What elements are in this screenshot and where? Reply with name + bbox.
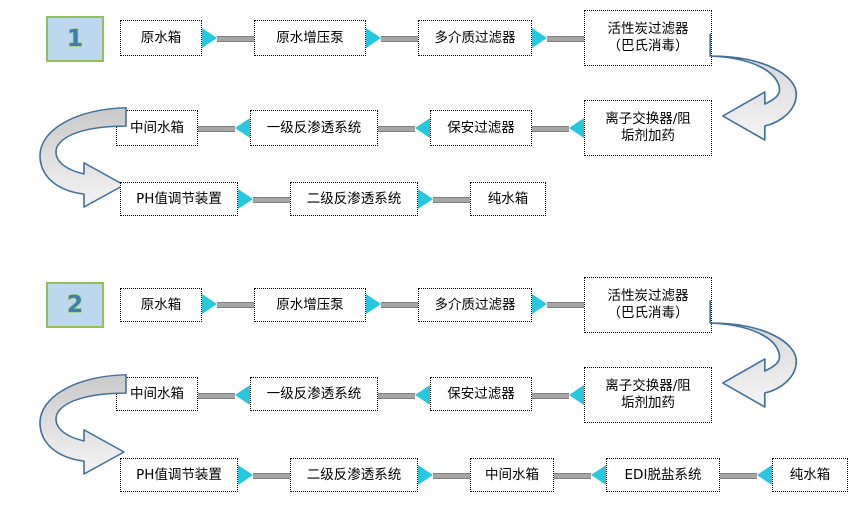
connector-d2-r2-3 (532, 385, 584, 405)
node-d2-r1-3[interactable]: 多介质过滤器 (418, 288, 532, 322)
connector-d2-r3-1 (238, 465, 290, 485)
node-d2-r2-3[interactable]: 保安过滤器 (430, 377, 532, 411)
connector-d1-r2-1 (198, 118, 250, 138)
connector-d2-r3-4 (720, 465, 772, 485)
connector-d2-r1-2 (366, 294, 418, 314)
curve-arrow-d2-right (706, 297, 856, 422)
node-d1-r1-1[interactable]: 原水箱 (120, 20, 202, 56)
node-d1-r2-1[interactable]: 中间水箱 (116, 110, 198, 146)
node-d2-r3-3[interactable]: 中间水箱 (470, 458, 554, 492)
connector-d1-r3-2 (418, 189, 470, 209)
connector-d2-r3-3 (554, 465, 606, 485)
connector-d1-r1-3 (532, 28, 584, 48)
connector-d2-r1-3 (532, 294, 584, 314)
connector-d2-r2-1 (198, 385, 250, 405)
connector-d2-r1-1 (202, 294, 254, 314)
node-d2-r2-1[interactable]: 中间水箱 (116, 377, 198, 411)
node-d1-r2-4[interactable]: 离子交换器/阻 垢剂加药 (584, 100, 712, 156)
connector-d1-r3-1 (238, 189, 290, 209)
badge-number-text: 2 (66, 291, 83, 318)
curve-arrow-d1-left (36, 106, 171, 218)
node-d1-r2-2[interactable]: 一级反渗透系统 (250, 110, 378, 146)
node-d2-r3-5[interactable]: 纯水箱 (772, 458, 848, 492)
diagram-number-badge-1: 1 (46, 16, 104, 62)
connector-d1-r2-2 (378, 118, 430, 138)
badge-number-text: 1 (66, 25, 83, 52)
node-d1-r3-1[interactable]: PH值调节装置 (120, 182, 238, 216)
curve-arrow-d2-left (36, 373, 171, 485)
node-d1-r3-2[interactable]: 二级反渗透系统 (290, 182, 418, 216)
curve-arrow-d1-right (706, 30, 856, 155)
node-d2-r3-4[interactable]: EDI脱盐系统 (606, 458, 720, 492)
connector-d1-r1-1 (202, 28, 254, 48)
node-d1-r3-3[interactable]: 纯水箱 (470, 182, 546, 216)
node-d1-r2-3[interactable]: 保安过滤器 (430, 110, 532, 146)
diagram-number-badge-2: 2 (46, 282, 104, 328)
node-d2-r1-4[interactable]: 活性炭过滤器 （巴氏消毒） (584, 277, 712, 333)
connector-d1-r1-2 (366, 28, 418, 48)
node-d2-r2-4[interactable]: 离子交换器/阻 垢剂加药 (584, 367, 712, 423)
connector-d1-r2-3 (532, 118, 584, 138)
node-d2-r3-2[interactable]: 二级反渗透系统 (290, 458, 418, 492)
node-d1-r1-2[interactable]: 原水增压泵 (254, 20, 366, 56)
connector-d2-r3-2 (418, 465, 470, 485)
node-d2-r2-2[interactable]: 一级反渗透系统 (250, 377, 378, 411)
node-d2-r1-2[interactable]: 原水增压泵 (254, 288, 366, 322)
node-d2-r1-1[interactable]: 原水箱 (120, 288, 202, 322)
node-d1-r1-4[interactable]: 活性炭过滤器 （巴氏消毒） (584, 10, 712, 66)
connector-d2-r2-2 (378, 385, 430, 405)
node-d2-r3-1[interactable]: PH值调节装置 (120, 458, 238, 492)
node-d1-r1-3[interactable]: 多介质过滤器 (418, 20, 532, 56)
